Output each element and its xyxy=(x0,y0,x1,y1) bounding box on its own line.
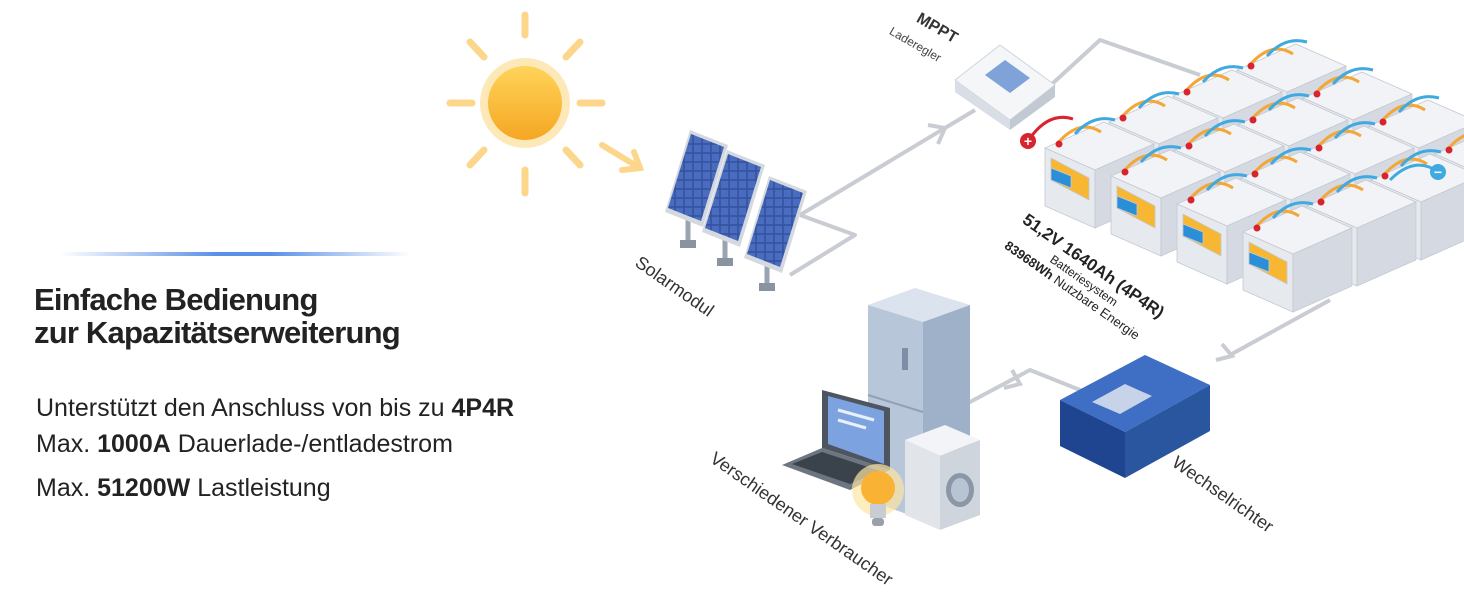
plus-sign: + xyxy=(1024,133,1032,149)
mppt-controller-icon xyxy=(954,44,1056,130)
feature-3-suffix: Lastleistung xyxy=(190,474,331,502)
battery-terminal xyxy=(1249,116,1257,124)
blue-cable xyxy=(1269,147,1312,166)
feature-2-text: Max. xyxy=(36,430,98,458)
blue-cable xyxy=(1203,119,1246,138)
battery-terminal xyxy=(1121,168,1129,176)
negative-terminal-marker: − xyxy=(1430,164,1446,180)
battery-terminal xyxy=(1315,144,1323,152)
battery-terminal xyxy=(1185,142,1193,150)
blue-cable xyxy=(1137,91,1180,110)
blue-cable xyxy=(1139,145,1182,164)
blue-cable xyxy=(1201,65,1244,84)
blue-cable xyxy=(1271,201,1314,220)
positive-terminal-marker: + xyxy=(1020,133,1036,149)
light-bulb-icon xyxy=(852,464,904,526)
blue-cable xyxy=(1333,121,1376,140)
feature-3-text: Max. xyxy=(36,474,98,502)
battery-terminal xyxy=(1251,170,1259,178)
battery-terminal xyxy=(1379,118,1387,126)
page-title-line2: zur Kapazitätserweiterung xyxy=(34,315,401,350)
solar-panel-icon xyxy=(665,130,807,291)
battery-terminal xyxy=(1055,140,1063,148)
blue-cable xyxy=(1335,175,1378,194)
battery-label-accent xyxy=(1248,251,1270,273)
battery-side xyxy=(1420,182,1464,261)
washing-machine-icon xyxy=(905,425,980,530)
battery-top xyxy=(1434,140,1464,168)
blue-cable xyxy=(1205,173,1248,192)
feature-line-3: Max. 51200W Lastleistung xyxy=(36,474,331,503)
inverter-icon xyxy=(1060,355,1210,478)
accent-divider xyxy=(60,252,410,256)
feature-1-value: 4P4R xyxy=(451,394,515,422)
battery-label-accent xyxy=(1116,195,1138,217)
feature-1-text: Unterstützt den Anschluss von bis zu xyxy=(36,394,452,422)
battery-terminal xyxy=(1247,62,1255,70)
battery-terminal xyxy=(1187,196,1195,204)
blue-cable xyxy=(1267,93,1310,112)
feature-2-suffix: Dauerlade-/entladestrom xyxy=(170,430,453,458)
battery-terminal xyxy=(1313,90,1321,98)
battery-terminal xyxy=(1119,114,1127,122)
blue-cable xyxy=(1397,95,1440,114)
blue-cable xyxy=(1073,117,1116,136)
orange-cable xyxy=(1445,134,1464,151)
feature-2-value: 1000A xyxy=(97,430,171,458)
battery-bank-icon xyxy=(1026,39,1464,313)
battery-terminal xyxy=(1381,172,1389,180)
battery-label-accent xyxy=(1182,223,1204,245)
battery-terminal xyxy=(1317,198,1325,206)
page-title: Einfache Bedienung zur Kapazitätserweite… xyxy=(34,282,401,350)
battery-side xyxy=(1356,201,1417,287)
blue-cable xyxy=(1399,149,1442,168)
battery-unit xyxy=(1242,201,1353,313)
battery-terminal xyxy=(1183,88,1191,96)
sun-icon xyxy=(446,11,645,197)
battery-side xyxy=(1292,227,1353,313)
feature-3-value: 51200W xyxy=(97,474,191,502)
battery-label-accent xyxy=(1050,167,1072,189)
minus-sign: − xyxy=(1434,164,1442,180)
blue-cable xyxy=(1265,39,1308,58)
battery-terminal xyxy=(1253,224,1261,232)
feature-line-2: Max. 1000A Dauerlade-/entladestrom xyxy=(36,430,453,459)
page-title-line1: Einfache Bedienung xyxy=(34,282,318,317)
feature-line-1: Unterstützt den Anschluss von bis zu 4P4… xyxy=(36,394,514,423)
blue-cable xyxy=(1331,67,1374,86)
battery-terminal xyxy=(1445,146,1453,154)
arrow-heads xyxy=(927,123,1236,390)
